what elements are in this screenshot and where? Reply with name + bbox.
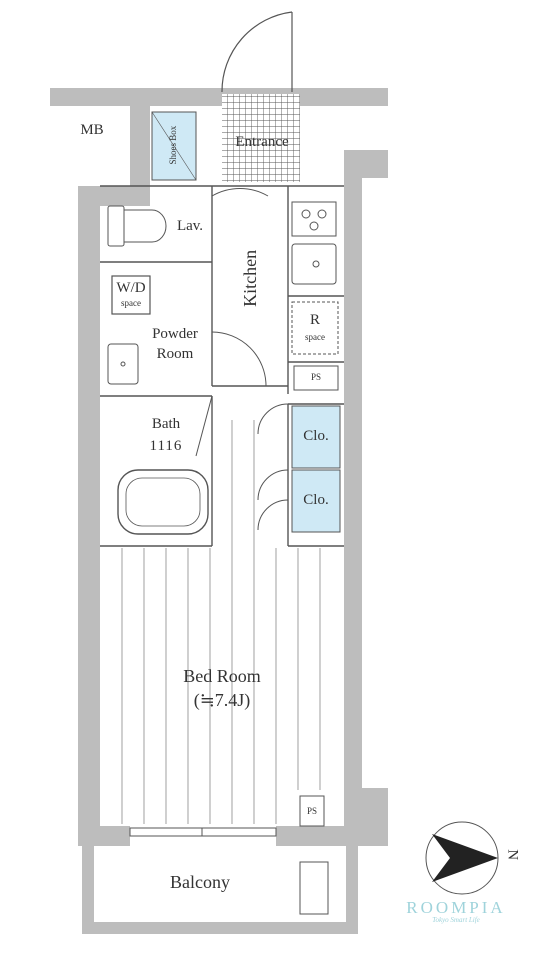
closet-1-label: Clo. [303, 428, 329, 444]
wd-space-label: space [121, 298, 141, 308]
ps-box-bedroom [299, 795, 325, 827]
kitchen-stove [291, 201, 337, 237]
balcony-window [129, 827, 277, 837]
brand-logo: ROOMPIA Tokyo Smart Life [386, 898, 526, 924]
shoes-box-label: Shoes Box [150, 126, 196, 165]
entrance-tiles [222, 94, 300, 182]
powder-sink [107, 343, 139, 385]
outer-walls [50, 88, 388, 934]
lav-label: Lav. [176, 218, 204, 234]
ps-label-bedroom: PS [306, 806, 317, 816]
mb-label: MB [80, 122, 104, 138]
closet-1 [291, 405, 341, 469]
ps-box-kitchen [293, 365, 339, 391]
brand-name: ROOMPIA [406, 898, 506, 917]
bath-label-1: Bath [151, 416, 181, 432]
balcony-label: Balcony [170, 872, 230, 892]
bath-tub [117, 469, 209, 535]
entrance-label: Entrance [235, 134, 289, 150]
compass-icon [425, 821, 499, 895]
r-label: R [309, 312, 320, 328]
compass-north: N [504, 849, 521, 861]
powder-room-label-1: Powder [152, 326, 198, 342]
shoes-box-text: Shoes Box [167, 125, 178, 165]
ps-label-kitchen: PS [310, 372, 321, 382]
interior-doors [195, 187, 289, 531]
closet-2 [291, 469, 341, 533]
bath-tub-inner [125, 477, 201, 527]
brand-tagline: Tokyo Smart Life [432, 916, 480, 924]
toilet-fixture [107, 205, 167, 247]
bedroom-flooring [121, 420, 321, 824]
aircon-unit [299, 861, 329, 915]
kitchen-text: Kitchen [239, 249, 260, 307]
bath-label-2: 1116 [149, 438, 183, 454]
mb-room [50, 106, 130, 166]
shoes-box-diagonal [151, 111, 197, 181]
entrance-door [221, 11, 293, 93]
bed-room-size: (≒7.4J) [193, 690, 251, 710]
kitchen-label: Kitchen [218, 228, 282, 328]
closet-2-label: Clo. [303, 492, 329, 508]
wd-label: W/D [116, 280, 146, 296]
kitchen-sink [291, 243, 337, 285]
powder-room-label-2: Room [156, 346, 194, 362]
r-space-label: space [305, 332, 325, 342]
fridge-space [291, 301, 339, 355]
wd-space-box [111, 275, 151, 315]
bed-room-label: Bed Room [183, 666, 261, 686]
